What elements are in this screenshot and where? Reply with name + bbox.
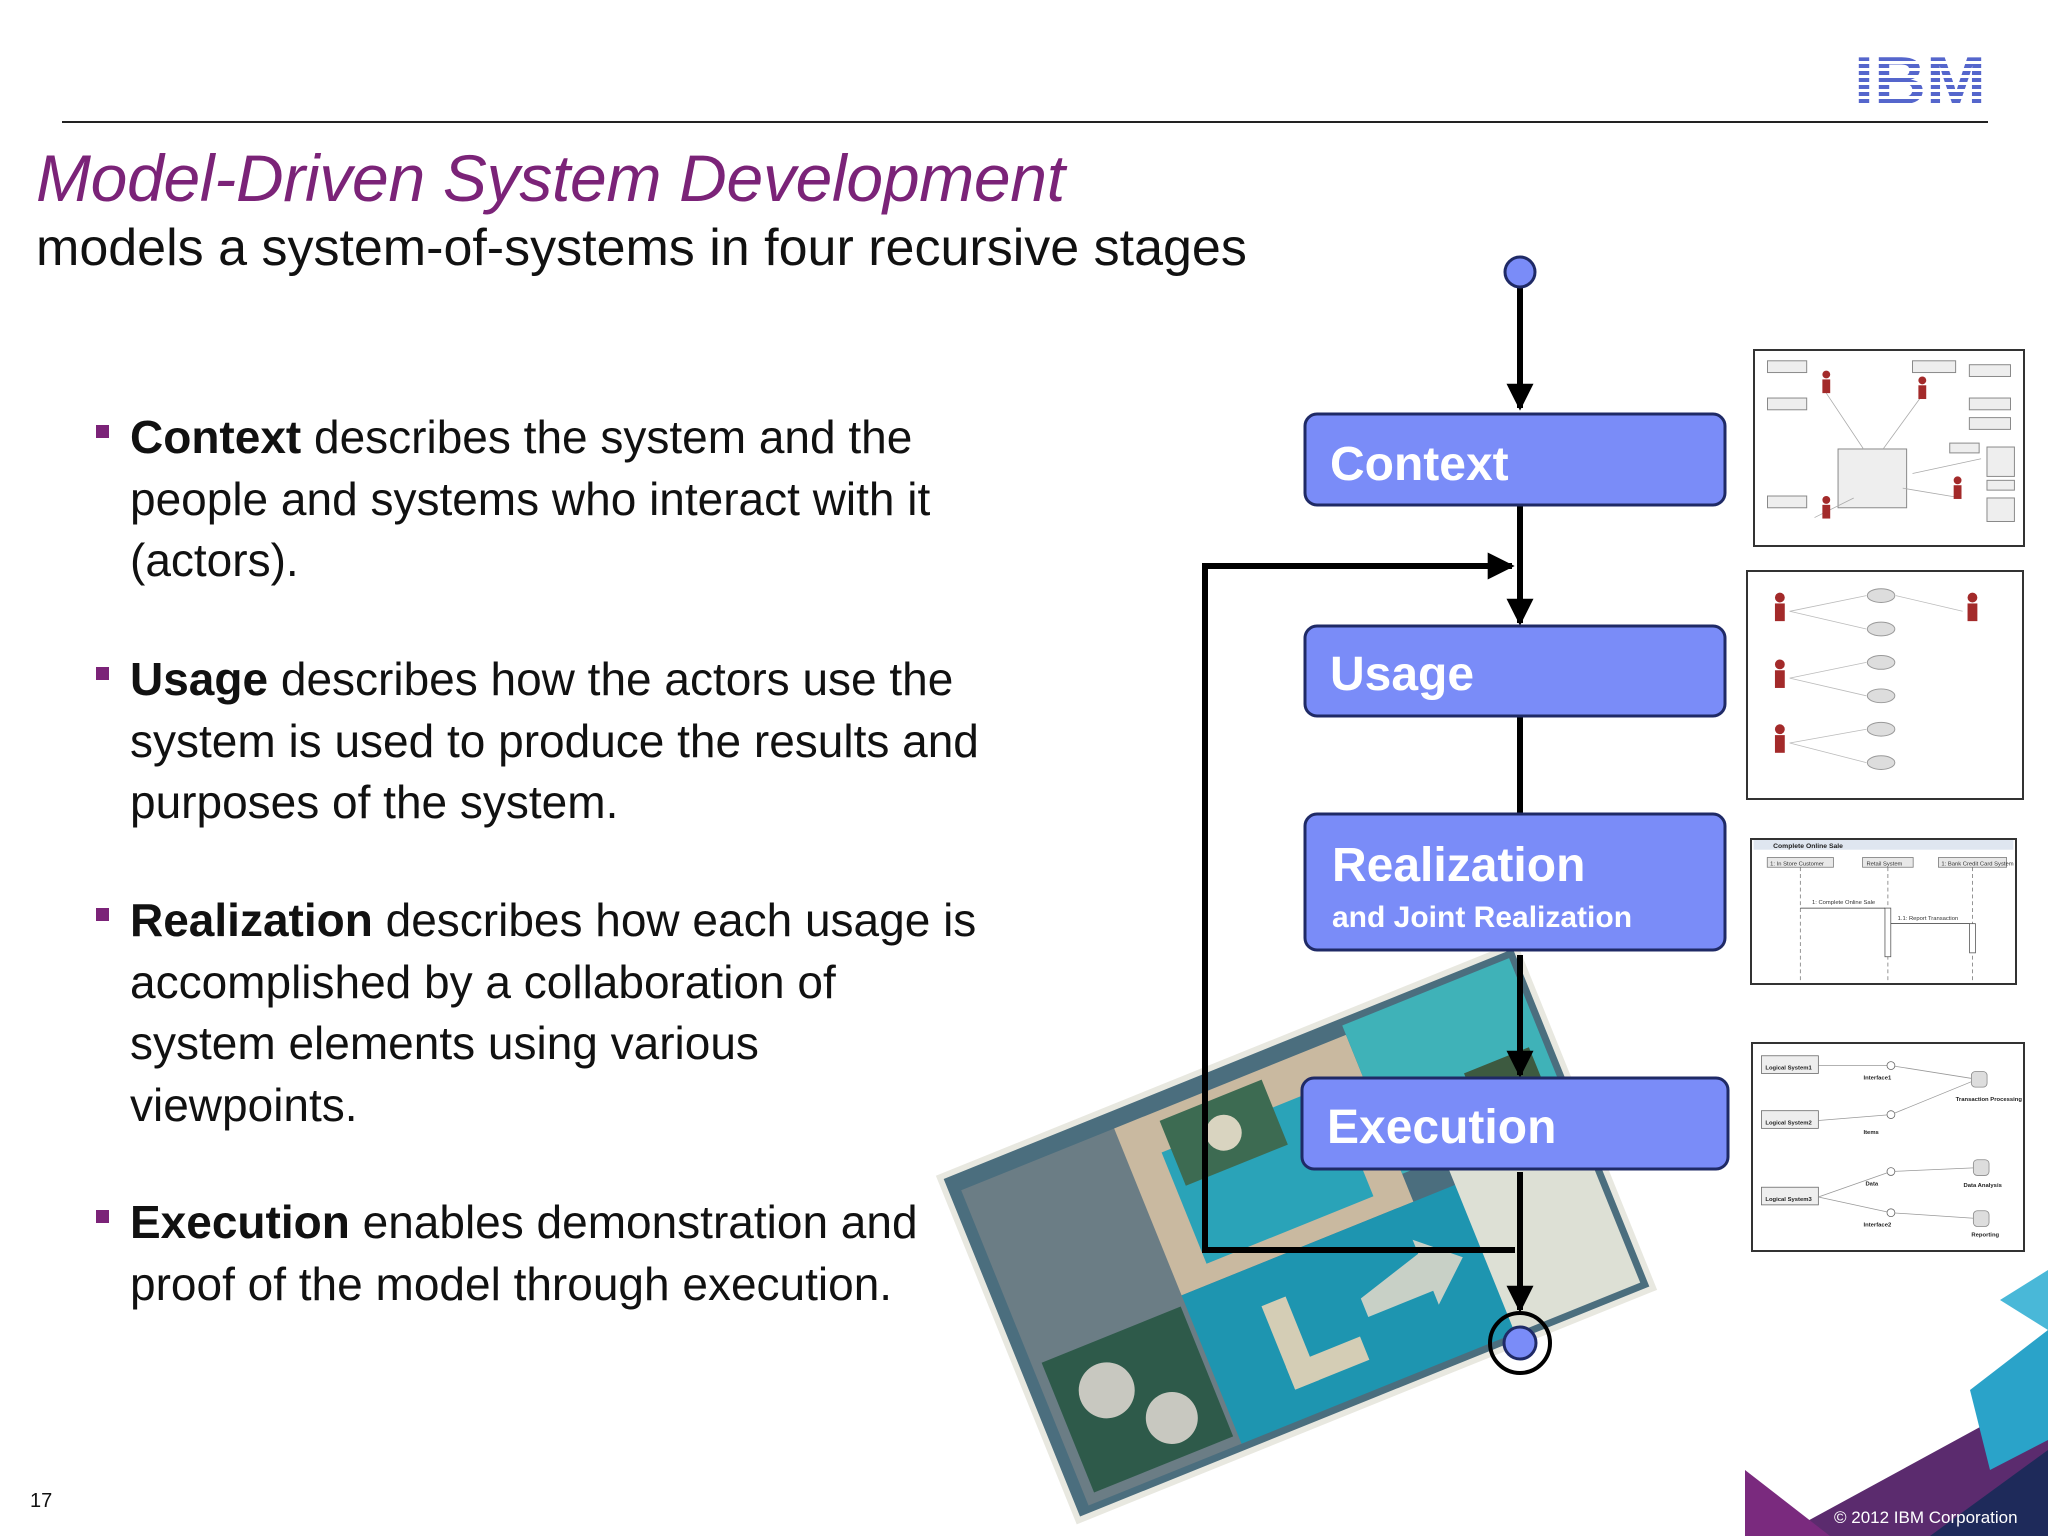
bullet-term: Realization bbox=[130, 894, 373, 946]
message-label: 1.1: Report Transaction bbox=[1898, 916, 1959, 922]
copyright-notice: © 2012 IBM Corporation bbox=[1834, 1508, 2018, 1527]
interface-label: Interface2 bbox=[1863, 1222, 1891, 1228]
end-node bbox=[1502, 1325, 1538, 1361]
thumbnail-context-diagram bbox=[1753, 349, 2025, 547]
bullet-text: Usage describes how the actors use the s… bbox=[130, 649, 979, 834]
message-label: 1: Complete Online Sale bbox=[1812, 900, 1875, 906]
service-label: Data Analysis bbox=[1964, 1183, 2003, 1189]
stage-label: Context bbox=[1330, 438, 1509, 491]
stage-label: Execution bbox=[1327, 1101, 1556, 1154]
use-case-sketch bbox=[1774, 588, 1978, 770]
bullet-term: Usage bbox=[130, 653, 269, 705]
sequence-title: Complete Online Sale bbox=[1773, 843, 1843, 850]
stage-label: Usage bbox=[1330, 648, 1474, 701]
bullet-marker bbox=[96, 667, 109, 680]
bullet-marker bbox=[96, 908, 109, 921]
lifeline-label: 1: Bank Credit Card System bbox=[1941, 861, 2013, 867]
bullet-term: Context bbox=[130, 411, 302, 463]
bullet-line: viewpoints. bbox=[130, 1078, 358, 1131]
bullet-line: enables demonstration and bbox=[349, 1196, 918, 1248]
bullet-line: accomplished by a collaboration of bbox=[130, 955, 836, 1008]
node-label: Logical System2 bbox=[1765, 1120, 1812, 1126]
stage-execution: Execution bbox=[1300, 1076, 1730, 1171]
lifeline-label: Retail System bbox=[1866, 861, 1902, 867]
slide-title: Model-Driven System Development bbox=[36, 141, 1065, 215]
bullet-marker bbox=[96, 425, 109, 438]
bullet-line: purposes of the system. bbox=[130, 776, 619, 828]
bullet-text: Realization describes how each usage is … bbox=[130, 890, 976, 1136]
bullet-line: describes the system and the bbox=[301, 411, 913, 463]
stage-realization: Realization and Joint Realization bbox=[1303, 812, 1727, 952]
ibm-logo: IBM bbox=[1854, 50, 1986, 106]
stage-usage: Usage bbox=[1303, 624, 1727, 718]
page-number: 17 bbox=[30, 1490, 53, 1512]
bullet-line: system elements using various bbox=[130, 1017, 759, 1069]
header-rule bbox=[62, 121, 1988, 123]
bullet-text: Context describes the system and the peo… bbox=[130, 407, 930, 592]
service-label: Transaction Processing bbox=[1956, 1097, 2023, 1103]
bullet-line: system is used to produce the results an… bbox=[130, 714, 979, 767]
end-node-outer bbox=[1488, 1311, 1552, 1375]
bullet-text: Execution enables demonstration and proo… bbox=[130, 1192, 918, 1315]
sequence-sketch: Complete Online Sale 1: In Store Custome… bbox=[1753, 840, 2014, 982]
context-diagram-sketch bbox=[1767, 360, 2015, 522]
bullet-line: proof of the model through execution. bbox=[130, 1257, 893, 1310]
flow-arrows bbox=[1202, 285, 1534, 1313]
logo-text: IBM bbox=[1854, 50, 1986, 106]
bullet-line: people and systems who interact with it bbox=[130, 472, 931, 525]
bullet-line: describes how each usage is bbox=[372, 894, 977, 946]
lifeline-label: 1: In Store Customer bbox=[1770, 861, 1824, 867]
stage-context: Context bbox=[1303, 412, 1727, 507]
thumbnail-usage-diagram bbox=[1746, 570, 2024, 800]
node-label: Logical System3 bbox=[1765, 1197, 1812, 1203]
start-node bbox=[1503, 255, 1537, 289]
bullet-line: (actors). bbox=[130, 534, 299, 586]
interface-label: Items bbox=[1863, 1130, 1879, 1136]
bullet-line: describes how the actors use the bbox=[268, 653, 954, 705]
slide-subtitle: models a system-of-systems in four recur… bbox=[36, 219, 1247, 277]
stage-label: Realization bbox=[1332, 839, 1585, 892]
node-label: Logical System1 bbox=[1765, 1066, 1812, 1072]
stage-sublabel: and Joint Realization bbox=[1332, 901, 1632, 934]
thumbnail-execution-diagram: Logical System1 Logical System2 Logical … bbox=[1751, 1042, 2025, 1252]
thumbnail-realization-diagram: Complete Online Sale 1: In Store Custome… bbox=[1750, 838, 2017, 985]
bullet-marker bbox=[96, 1210, 109, 1223]
deployment-sketch: Logical System1 Logical System2 Logical … bbox=[1761, 1055, 2023, 1238]
interface-label: Data bbox=[1865, 1181, 1878, 1187]
bullet-term: Execution bbox=[130, 1196, 350, 1248]
interface-label: Interface1 bbox=[1863, 1075, 1891, 1081]
service-label: Reporting bbox=[1971, 1232, 1999, 1238]
